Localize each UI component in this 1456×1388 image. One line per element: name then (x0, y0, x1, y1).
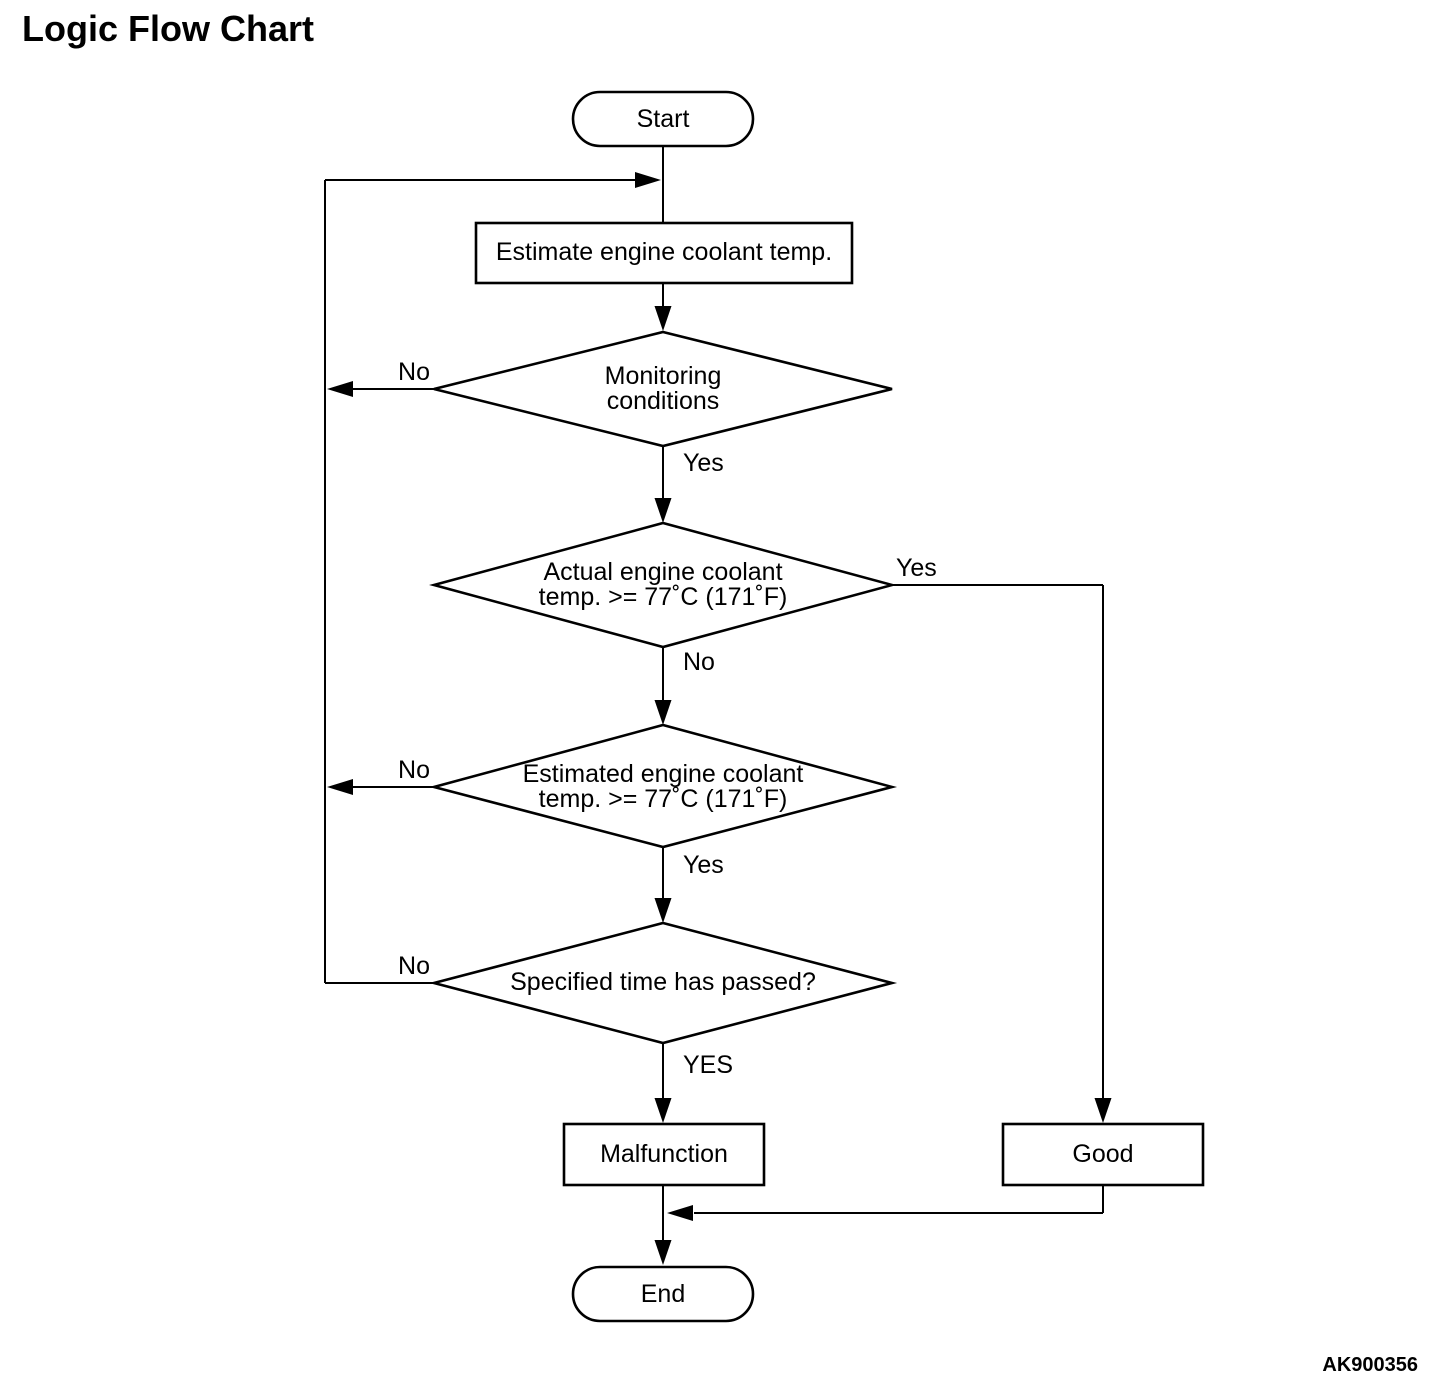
edge-monitoring-no: No (327, 358, 434, 397)
edge-label-time-yes: YES (683, 1051, 733, 1079)
edge-label-estimated-no: No (398, 756, 430, 784)
arrowhead-down-into-time (654, 898, 672, 923)
monitoring-decision: Monitoring conditions (433, 330, 893, 448)
good-shape (1001, 1122, 1205, 1187)
loop-return-connector (324, 172, 661, 983)
edge-time-yes: YES (654, 1043, 733, 1123)
arrowhead-left-into-end-line (667, 1205, 693, 1221)
edge-estimated-yes: Yes (654, 847, 724, 923)
arrowhead-down-into-actual (654, 498, 672, 523)
start-label: Start (637, 105, 690, 133)
actual-temp-decision: Actual engine coolant temp. >= 77˚C (171… (429, 521, 897, 649)
edge-label-monitoring-no: No (398, 358, 430, 386)
good-label: Good (1072, 1140, 1133, 1168)
connector-malfunction-to-end (654, 1185, 672, 1265)
estimate-label: Estimate engine coolant temp. (496, 238, 832, 266)
edge-label-actual-yes: Yes (896, 554, 937, 582)
good-process: Good (1001, 1122, 1205, 1187)
connector-estimate-to-monitoring (654, 283, 672, 331)
edge-label-monitoring-yes: Yes (683, 449, 724, 477)
monitoring-label-line2: conditions (607, 387, 720, 415)
edge-estimated-no: No (327, 756, 434, 795)
arrowhead-right-into-spine (635, 172, 661, 188)
arrowhead-down-into-good (1094, 1098, 1112, 1123)
figure-code: AK900356 (1322, 1354, 1418, 1376)
arrowhead-down-into-malfunction (654, 1098, 672, 1123)
edge-label-actual-no: No (683, 648, 715, 676)
edge-label-time-no: No (398, 952, 430, 980)
end-shape (571, 1265, 755, 1323)
actual-temp-label-line2: temp. >= 77˚C (171˚F) (539, 583, 788, 611)
arrowhead-left-into-loop (327, 779, 353, 795)
end-label: End (641, 1280, 685, 1308)
arrowhead-left-into-loop (327, 381, 353, 397)
monitoring-label-line1: Monitoring (605, 362, 722, 390)
edge-label-estimated-yes: Yes (683, 851, 724, 879)
time-decision: Specified time has passed? (428, 921, 898, 1045)
edge-actual-yes: Yes (892, 554, 1112, 1123)
end-terminal: End (571, 1265, 755, 1323)
estimated-temp-label-line2: temp. >= 77˚C (171˚F) (539, 785, 788, 813)
edge-time-no: No (325, 952, 434, 984)
estimated-temp-label-line1: Estimated engine coolant (523, 760, 804, 788)
arrowhead-down-into-estimated (654, 700, 672, 725)
arrowhead-down-into-end (654, 1240, 672, 1265)
arrowhead-down-into-monitoring (654, 306, 672, 331)
malfunction-label: Malfunction (600, 1140, 728, 1168)
actual-temp-label-line1: Actual engine coolant (543, 558, 782, 586)
edge-actual-no: No (654, 647, 715, 725)
malfunction-shape (562, 1122, 766, 1187)
time-label: Specified time has passed? (510, 968, 816, 996)
page-title: Logic Flow Chart (22, 8, 314, 49)
estimate-process: Estimate engine coolant temp. (474, 221, 854, 285)
malfunction-process: Malfunction (562, 1122, 766, 1187)
estimated-temp-decision: Estimated engine coolant temp. >= 77˚C (… (428, 723, 898, 849)
start-terminal: Start (571, 90, 755, 148)
connector-good-to-merge (667, 1185, 1104, 1221)
edge-monitoring-yes: Yes (654, 446, 724, 523)
